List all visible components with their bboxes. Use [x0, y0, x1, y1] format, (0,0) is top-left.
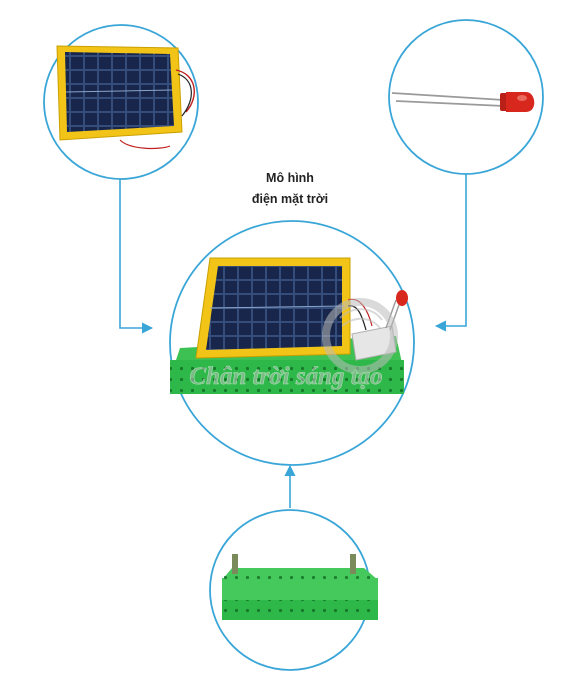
model-title-line-1: Mô hình — [266, 171, 314, 185]
solar-panel-image — [56, 45, 195, 150]
base-frame-component — [209, 509, 378, 671]
watermark-text: Chân trời sáng tạo — [189, 363, 382, 390]
watermark-logo: Chân trời sáng tạo — [189, 298, 398, 390]
led-component — [388, 19, 544, 175]
solar-panel-component — [43, 24, 199, 180]
model-title-line-2: điện mặt trời — [251, 192, 329, 206]
assembled-model-component: Chân trời sáng tạo — [169, 220, 415, 466]
model-title: Mô hình điện mặt trời — [200, 168, 380, 210]
base-frame-image — [222, 554, 378, 620]
arrow-from-led — [434, 174, 467, 332]
led-image — [391, 92, 535, 112]
arrow-from-solar-panel — [119, 178, 154, 334]
connector-arrows — [119, 174, 467, 508]
